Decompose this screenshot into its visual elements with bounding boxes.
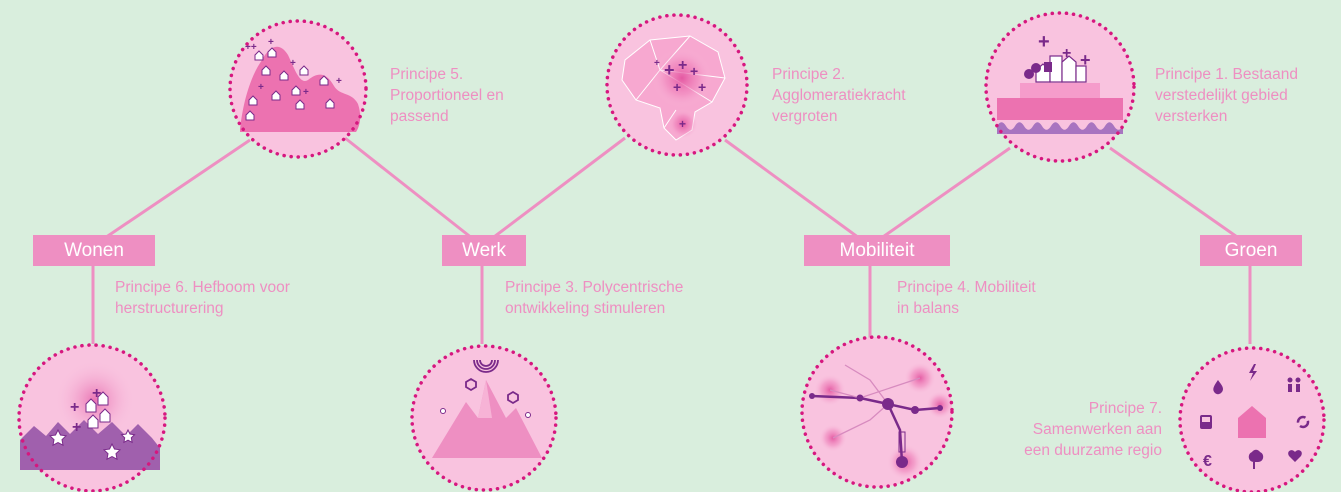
svg-text:+: + xyxy=(673,79,681,95)
principle-4-circle xyxy=(800,335,954,489)
svg-text:+: + xyxy=(679,117,686,131)
heart-icon xyxy=(1288,450,1302,462)
euro-icon: € xyxy=(1203,453,1212,470)
line-p5-werk xyxy=(344,136,483,248)
principle-4-text: Principe 4. Mobiliteit in balans xyxy=(897,279,1036,317)
network-icon xyxy=(809,362,954,480)
line-werk-p2 xyxy=(481,136,626,248)
category-label-groen: Groen xyxy=(1200,235,1302,266)
svg-text:+: + xyxy=(72,419,81,436)
category-label-werk: Werk xyxy=(442,235,526,266)
line-p1-groen xyxy=(1109,146,1251,248)
principle-1-circle: + + + xyxy=(984,11,1136,163)
svg-text:+: + xyxy=(1062,45,1071,62)
svg-text:+: + xyxy=(258,82,264,93)
restructuring-icon: + + + xyxy=(20,360,160,470)
people-icon xyxy=(1287,377,1301,392)
svg-text:+: + xyxy=(1038,31,1050,53)
principle-7-text: Principe 7. Samenwerken aan een duurzame… xyxy=(1024,400,1162,459)
tree-icon xyxy=(1248,449,1264,469)
principle-2-text: Principe 2. Agglomeratiekracht vergroten xyxy=(772,66,906,125)
svg-text:+: + xyxy=(1080,50,1091,70)
principle-2-circle: ++ ++ ++ + xyxy=(605,13,749,157)
category-label-wonen: Wonen xyxy=(33,235,155,266)
svg-text:+: + xyxy=(70,399,79,416)
recycle-icon xyxy=(1296,415,1310,429)
svg-text:+: + xyxy=(690,63,698,79)
energy-icon xyxy=(1249,364,1257,381)
category-label-mobiliteit: Mobiliteit xyxy=(804,235,950,266)
connector-lines xyxy=(91,136,1252,344)
hill-houses-icon: +++ ++ ++ xyxy=(240,37,361,132)
principle-1-text: Principe 1. Bestaand verstedelijkt gebie… xyxy=(1155,66,1299,125)
svg-text:+: + xyxy=(336,76,342,87)
line-p2-mobiliteit xyxy=(724,138,871,248)
svg-text:+: + xyxy=(303,87,309,98)
line-mobiliteit-p1 xyxy=(869,146,1011,248)
svg-text:+: + xyxy=(268,37,274,48)
principle-3-circle xyxy=(410,344,558,492)
line-wonen-p5 xyxy=(92,138,251,248)
svg-text:+: + xyxy=(678,57,687,74)
principle-5-circle: +++ ++ ++ xyxy=(228,19,368,159)
svg-text:€: € xyxy=(1203,453,1212,470)
svg-text:+: + xyxy=(92,385,101,402)
water-drop-icon xyxy=(1213,380,1223,395)
principle-3-text: Principe 3. Polycentrische ontwikkeling … xyxy=(505,279,684,317)
svg-text:++: ++ xyxy=(245,42,257,53)
svg-text:+: + xyxy=(664,60,675,80)
mountains-icon xyxy=(432,359,542,458)
principle-6-circle: + + + xyxy=(17,343,167,492)
principle-6-text: Principe 6. Hefboom voor herstructurerin… xyxy=(115,279,290,317)
principle-7-circle: € xyxy=(1178,346,1326,492)
bus-icon xyxy=(1200,415,1212,429)
city-map-icon: ++ ++ ++ + xyxy=(621,35,726,141)
svg-text:+: + xyxy=(290,58,296,69)
sustainable-region-icon: € xyxy=(1200,364,1310,470)
city-blocks-icon: + + + xyxy=(997,31,1123,134)
svg-text:+: + xyxy=(654,58,660,69)
svg-text:+: + xyxy=(698,79,706,95)
principle-5-text: Principe 5. Proportioneel en passend xyxy=(390,66,504,125)
